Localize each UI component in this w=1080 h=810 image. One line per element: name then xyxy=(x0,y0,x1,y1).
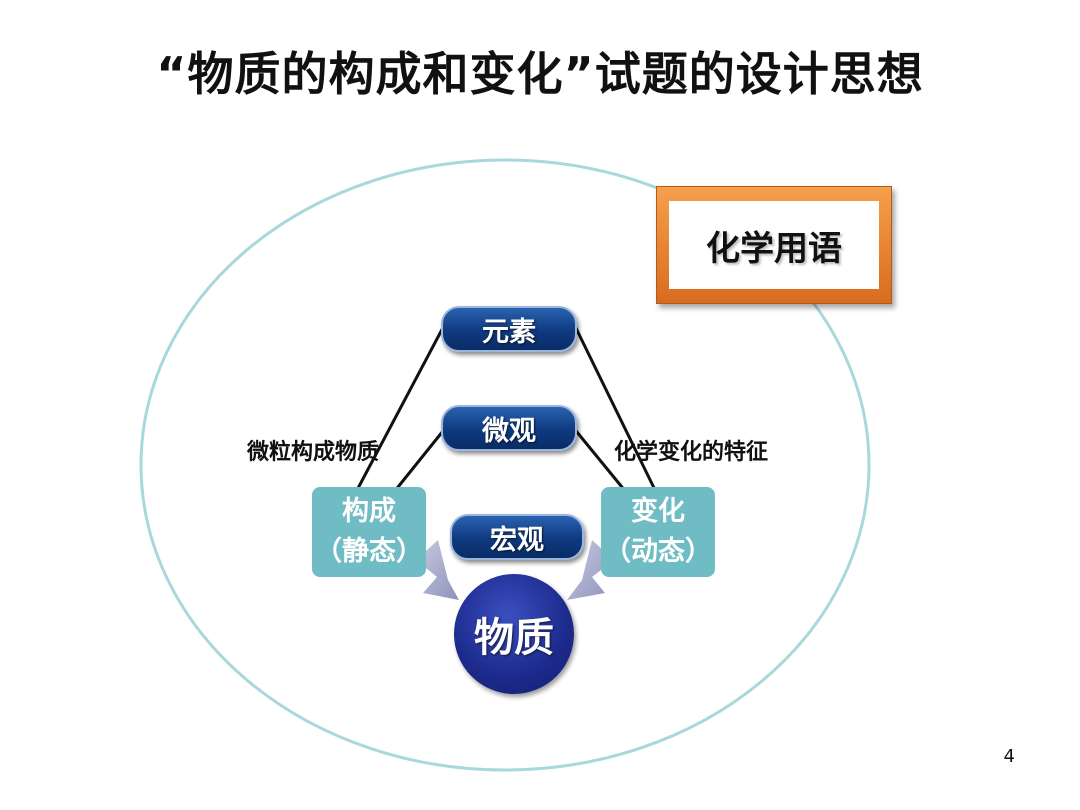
composition-line1: 构成 xyxy=(342,496,396,527)
change-line2: （动态） xyxy=(604,536,712,567)
page-number: 4 xyxy=(1003,746,1015,767)
line-yuansu-left xyxy=(354,319,449,493)
change-box: 变化 （动态） xyxy=(601,487,715,577)
pill-element: 元素 xyxy=(441,306,577,352)
line-weiguan-left xyxy=(392,425,449,493)
chemical-terms-label: 化学用语 xyxy=(669,201,879,289)
change-line1: 变化 xyxy=(631,496,685,527)
line-yuansu-right xyxy=(570,319,658,493)
pill-macroscopic: 宏观 xyxy=(450,514,584,560)
right-annotation: 化学变化的特征 xyxy=(614,440,769,465)
left-annotation: 微粒构成物质 xyxy=(247,440,380,465)
matter-circle: 物质 xyxy=(454,574,574,694)
left-arrow xyxy=(416,540,459,600)
chemical-terms-frame: 化学用语 xyxy=(656,186,892,304)
composition-line2: （静态） xyxy=(315,536,423,567)
outer-scope-ellipse xyxy=(139,158,871,772)
pill-microscopic: 微观 xyxy=(441,405,577,451)
slide-title: “物质的构成和变化”试题的设计思想 xyxy=(156,47,924,101)
line-weiguan-right xyxy=(570,425,628,493)
composition-box: 构成 （静态） xyxy=(312,487,426,577)
